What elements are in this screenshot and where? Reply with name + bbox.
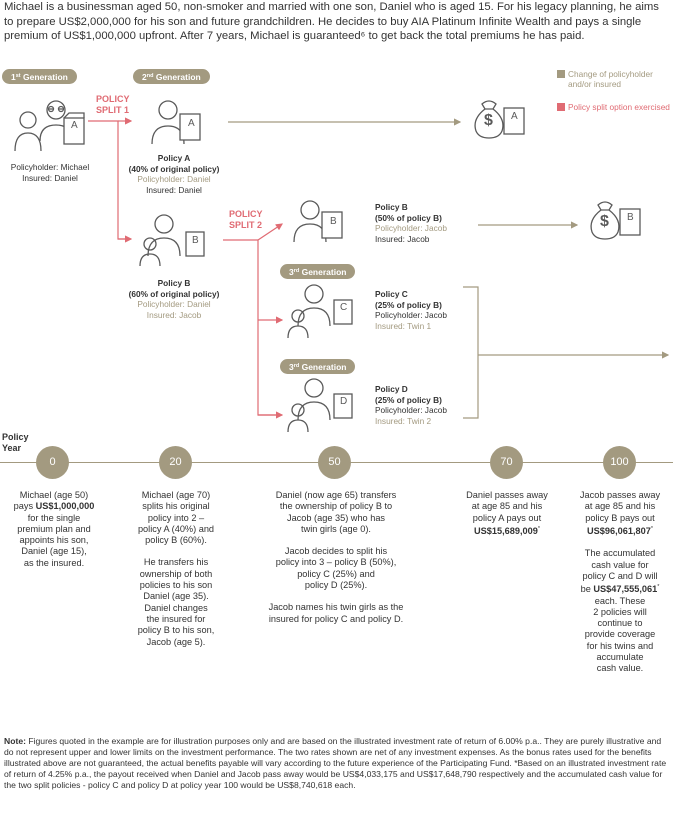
year-0-description: Michael (age 50) pays US$1,000,000 for t… bbox=[13, 490, 95, 568]
letter-b: B bbox=[330, 216, 337, 227]
michael-caption: Policyholder: Michael Insured: Daniel bbox=[10, 162, 90, 183]
letter-a: A bbox=[188, 118, 195, 129]
letter-b: B bbox=[192, 235, 199, 246]
policy-b50-caption: Policy B (50% of policy B) Policyholder:… bbox=[375, 202, 447, 244]
policy-d-caption: Policy D (25% of policy B) Policyholder:… bbox=[375, 384, 447, 426]
third-generation-badge: 3rd Generation bbox=[280, 359, 356, 374]
letter-a: A bbox=[511, 111, 518, 122]
year-50-marker: 50 bbox=[318, 446, 351, 479]
letter-d: D bbox=[340, 396, 348, 407]
cd-bracket bbox=[463, 286, 479, 419]
third-generation-badge: 3rd Generation bbox=[280, 264, 356, 279]
money-bag-policy-a-icon: $ A bbox=[470, 96, 530, 140]
year-50-description: Daniel (now age 65) transfers the owners… bbox=[268, 490, 404, 624]
split2-connector bbox=[223, 239, 280, 416]
money-bag-policy-b-icon: $ B bbox=[586, 197, 646, 241]
legend-split-label: Policy split option exercised bbox=[568, 102, 670, 112]
dollar-sign: $ bbox=[600, 213, 609, 230]
letter-a: A bbox=[71, 120, 78, 131]
legend-change-label: Change of policyholder and/or insured bbox=[568, 69, 653, 89]
year-70-marker: 70 bbox=[490, 446, 523, 479]
year-100-description: Jacob passes away at age 85 and his poli… bbox=[579, 490, 661, 674]
policy-a-caption: Policy A (40% of original policy) Policy… bbox=[128, 153, 220, 195]
policy-c-caption: Policy C (25% of policy B) Policyholder:… bbox=[375, 289, 447, 331]
legend-change-swatch bbox=[557, 70, 565, 78]
year-20-description: Michael (age 70) splits his original pol… bbox=[137, 490, 215, 647]
jacob-twin2-people-icon: D bbox=[284, 378, 356, 434]
jacob-person-icon: B bbox=[290, 196, 352, 250]
year-20-marker: 20 bbox=[159, 446, 192, 479]
flow-connectors bbox=[88, 117, 670, 419]
letter-c: C bbox=[340, 302, 348, 313]
year-70-description: Daniel passes away at age 85 and his pol… bbox=[466, 490, 548, 536]
dollar-sign: $ bbox=[484, 112, 493, 129]
year-0-marker: 0 bbox=[36, 446, 69, 479]
daniel-jacob-people-icon: B bbox=[138, 212, 210, 270]
daniel-person-icon: A bbox=[148, 96, 210, 150]
first-generation-badge: 1st Generation bbox=[2, 69, 77, 84]
letter-b: B bbox=[627, 212, 634, 223]
legend-split-swatch bbox=[557, 103, 565, 111]
intro-paragraph: Michael is a businessman aged 50, non-sm… bbox=[4, 1, 659, 43]
policy-b60-caption: Policy B (60% of original policy) Policy… bbox=[128, 278, 220, 320]
timeline-label: Policy Year bbox=[2, 432, 29, 453]
michael-daniel-people-icon: A bbox=[12, 96, 90, 156]
jacob-twin1-people-icon: C bbox=[284, 284, 356, 340]
footnote: Note: Figures quoted in the example are … bbox=[4, 736, 667, 790]
second-generation-badge: 2nd Generation bbox=[133, 69, 210, 84]
year-100-marker: 100 bbox=[603, 446, 636, 479]
